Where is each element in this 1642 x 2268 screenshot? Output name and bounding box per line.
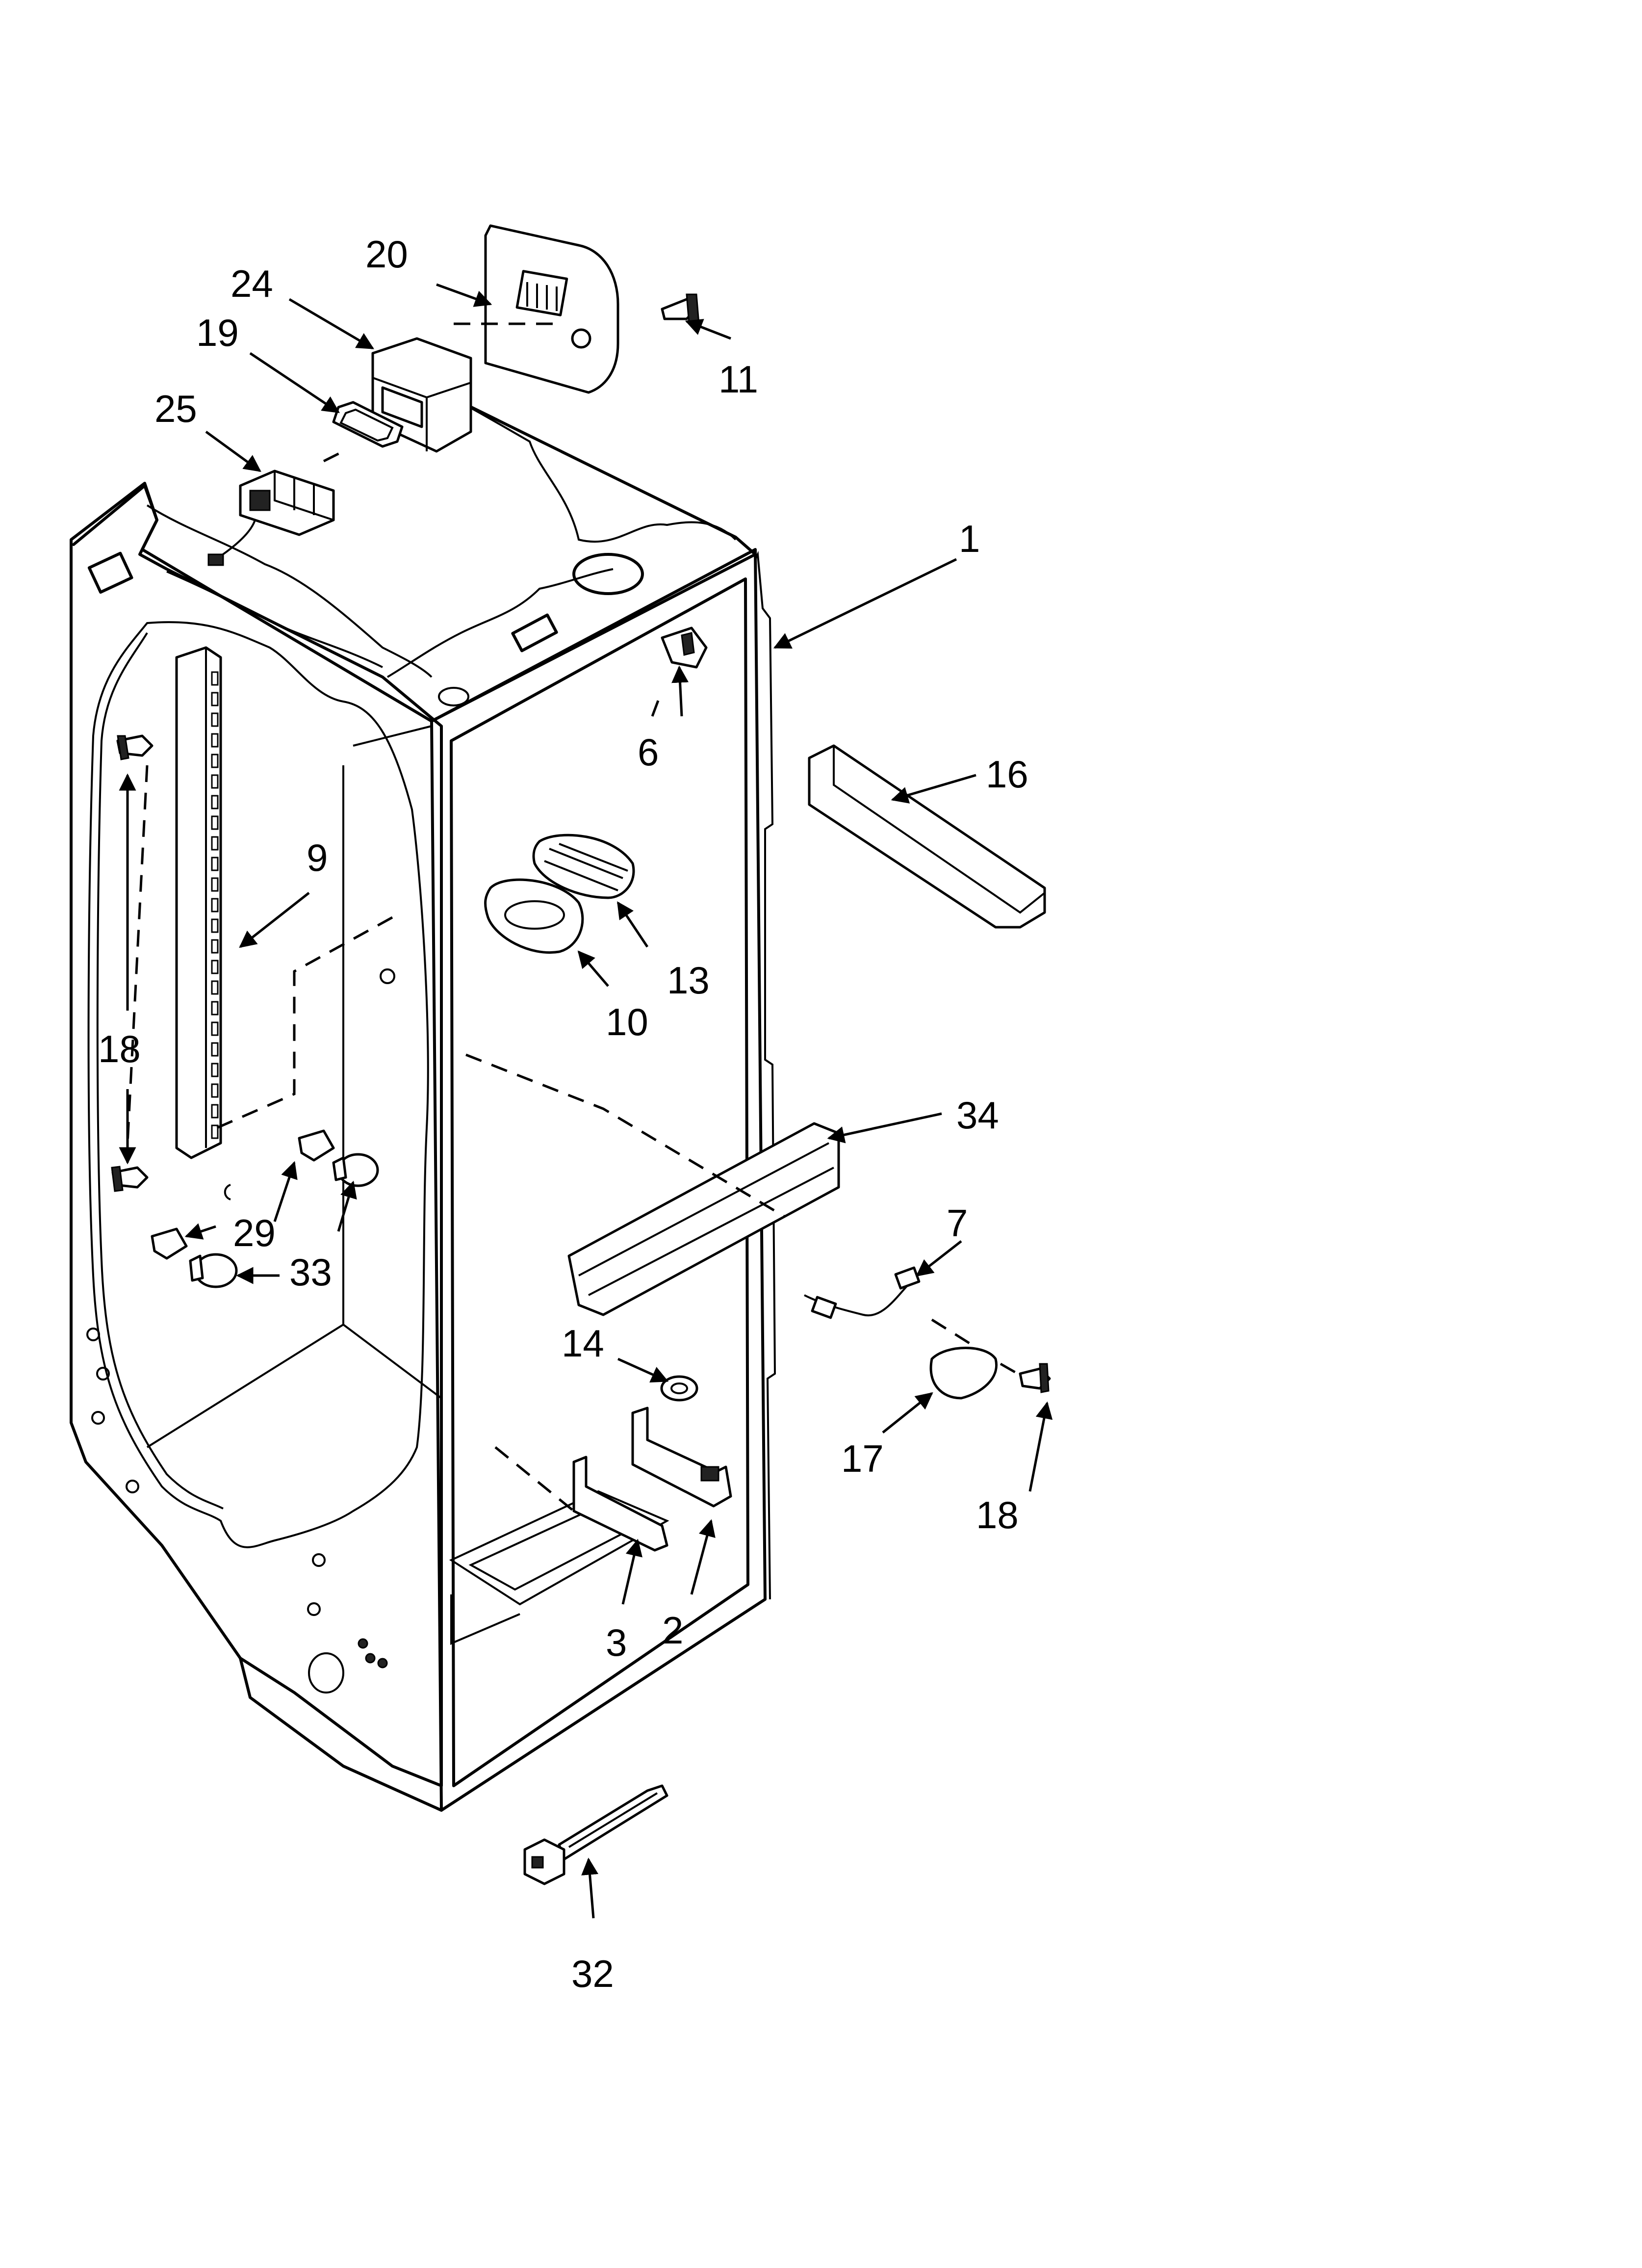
callout-18-left: 18 [98,1027,141,1070]
wire-harness-7 [804,1266,921,1319]
rail-slot [211,836,219,851]
clip [224,1184,231,1200]
rail-slot [211,692,219,706]
rail-slot [211,857,219,871]
switch-6 [661,626,708,669]
callout-14: 14 [562,1322,604,1365]
cover-17 [929,1347,998,1400]
callout-10: 10 [606,1000,648,1043]
rail-slot [211,980,219,995]
rail-slot [211,795,219,809]
assembly-lines [126,322,1019,1512]
light-bulb-33-upper [332,1153,379,1187]
rail-slot [211,898,219,912]
callout-6: 6 [638,730,659,774]
screw-18-right [1019,1363,1051,1393]
rail-slot [211,733,219,748]
trim-34 [567,1122,840,1316]
rail-slot [211,939,219,954]
callout-9: 9 [307,836,328,879]
rail-slot [211,1042,219,1057]
callout-34: 34 [956,1094,999,1137]
callout-32: 32 [571,1952,614,1995]
callout-18-right: 18 [976,1493,1019,1537]
callout-1: 1 [959,517,980,560]
control-housing-20 [484,224,619,394]
callout-13: 13 [667,959,710,1002]
shelf-ladder-rail [175,646,222,1159]
callout-2: 2 [662,1609,683,1652]
rail-slot [211,1104,219,1119]
cabinet-liner [70,391,776,1812]
screw-11 [661,293,700,325]
vent-13 [532,834,635,899]
rail-slot [211,1063,219,1077]
callout-29: 29 [233,1211,276,1254]
callout-16: 16 [986,753,1028,796]
gasket-19 [332,401,404,448]
cable-tie-32 [523,1784,668,1885]
callout-labels: 1 2 3 6 7 9 10 11 13 14 16 17 18 18 19 2… [98,233,1028,1995]
rail-slot [211,1001,219,1016]
rail-slot [211,815,219,830]
rail-slot [211,877,219,892]
cover-16 [808,744,1046,929]
light-socket-29-upper [298,1129,335,1162]
rail-slot [211,1083,219,1098]
callout-33: 33 [289,1251,332,1294]
callout-25: 25 [154,387,197,430]
rail-slot [211,712,219,727]
bracket-3 [572,1456,668,1552]
rail-slot [211,1124,219,1139]
rail-slot [211,960,219,974]
rail-slot [211,671,219,686]
rail-slot [211,754,219,768]
callout-3: 3 [606,1621,627,1664]
callout-20: 20 [365,233,408,276]
screw-18-top [116,734,154,760]
leader-arrows [119,283,1053,1919]
grommet-14 [660,1375,698,1402]
callout-19: 19 [196,311,239,354]
damper-25 [207,469,335,566]
callout-11: 11 [718,358,758,401]
bracket-2 [631,1407,732,1508]
rail-slot [211,1021,219,1036]
rail-slot [211,918,219,933]
light-bulb-33-lower [189,1253,238,1288]
callout-7: 7 [947,1201,968,1245]
rail-slot [211,774,219,789]
vent-10 [484,878,584,954]
callout-24: 24 [231,262,273,305]
callout-17: 17 [841,1437,884,1480]
screw-18-bottom [111,1166,149,1192]
light-socket-29-lower [151,1227,188,1260]
